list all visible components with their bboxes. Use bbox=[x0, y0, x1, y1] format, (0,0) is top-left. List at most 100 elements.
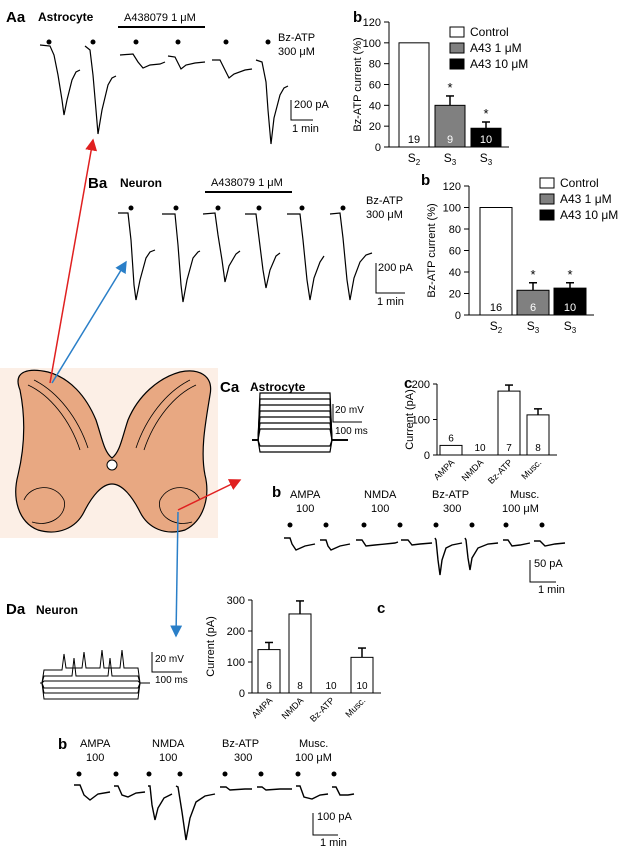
y-tick-label: 100 bbox=[227, 657, 245, 669]
n-label: 19 bbox=[408, 134, 420, 146]
y-tick-label: 0 bbox=[239, 688, 245, 700]
n-label: 6 bbox=[266, 681, 272, 692]
arrow-to-dorsal-astrocyte bbox=[49, 138, 98, 384]
dorsal-horn-line bbox=[33, 379, 89, 449]
panel-label-cc: c bbox=[404, 375, 413, 392]
db-conc-musc: 100 μM bbox=[295, 752, 332, 764]
cb-conc-ampa: 100 bbox=[296, 503, 315, 515]
legend-swatch bbox=[539, 177, 555, 189]
y-tick-label: 200 bbox=[412, 379, 430, 391]
arrow-to-dorsal-neuron bbox=[51, 260, 127, 384]
bar bbox=[479, 207, 513, 316]
y-axis-label: Current (pA) bbox=[205, 616, 217, 677]
n-label: 10 bbox=[474, 443, 486, 454]
db-conc-bzatp: 300 bbox=[234, 752, 253, 764]
legend-label: A43 10 μM bbox=[560, 208, 618, 222]
category-label: S3 bbox=[444, 151, 457, 167]
category-label: NMDA bbox=[280, 695, 306, 721]
db-agonist-musc: Musc. bbox=[299, 738, 329, 750]
y-tick-label: 0 bbox=[455, 310, 461, 322]
legend-label: Control bbox=[560, 176, 599, 190]
y-axis-label: Current (pA) bbox=[404, 389, 416, 450]
panel-label-db: b bbox=[58, 736, 68, 753]
n-label: 8 bbox=[535, 443, 541, 454]
ba-current-traces bbox=[118, 212, 373, 303]
panel-label-dc: c bbox=[377, 600, 386, 617]
legend-swatch bbox=[449, 58, 465, 70]
aa-application-dots bbox=[46, 39, 271, 45]
y-tick-label: 40 bbox=[369, 100, 381, 112]
bar bbox=[439, 444, 463, 456]
n-label: 8 bbox=[297, 681, 303, 692]
db-agonist-ampa: AMPA bbox=[80, 738, 111, 750]
panel-label-ca: Ca bbox=[220, 379, 240, 396]
panel-label-cb: b bbox=[272, 484, 282, 501]
y-tick-label: 60 bbox=[369, 80, 381, 92]
legend-swatch bbox=[539, 209, 555, 221]
legend-label: A43 1 μM bbox=[470, 41, 522, 55]
y-tick-label: 60 bbox=[449, 246, 461, 258]
ba-scale-x: 1 min bbox=[377, 296, 404, 308]
y-tick-label: 200 bbox=[227, 626, 245, 638]
y-tick-label: 100 bbox=[412, 415, 430, 427]
spinal-cord-section bbox=[15, 369, 212, 533]
legend-swatch bbox=[539, 193, 555, 205]
significance-marker: * bbox=[483, 106, 488, 121]
y-tick-label: 0 bbox=[424, 450, 430, 462]
category-label: S2 bbox=[490, 319, 503, 335]
panel-label-aa: Aa bbox=[6, 9, 26, 26]
legend-swatch bbox=[449, 42, 465, 54]
db-scale-y: 100 pA bbox=[317, 811, 352, 823]
ba-agonist-conc: 300 μM bbox=[366, 209, 403, 221]
category-label: AMPA bbox=[250, 695, 275, 720]
cb-agonist-nmda: NMDA bbox=[364, 489, 397, 501]
y-tick-label: 0 bbox=[375, 142, 381, 154]
ba-application-dots bbox=[128, 205, 346, 211]
cb-scale-bar bbox=[529, 560, 556, 583]
y-axis-label: Bz-ATP current (%) bbox=[352, 37, 364, 131]
da-scale-y: 20 mV bbox=[155, 654, 184, 665]
cb-conc-bzatp: 300 bbox=[443, 503, 462, 515]
category-label: AMPA bbox=[432, 457, 457, 482]
ca-scale-x: 100 ms bbox=[335, 426, 368, 437]
category-label: Musc. bbox=[519, 457, 543, 481]
category-label: S3 bbox=[564, 319, 577, 335]
aa-agonist-conc: 300 μM bbox=[278, 46, 315, 58]
category-label: Bz-ATP bbox=[308, 695, 337, 724]
legend-label: A43 10 μM bbox=[470, 57, 528, 71]
da-scale-bar bbox=[151, 652, 182, 673]
y-tick-label: 120 bbox=[363, 17, 381, 29]
panel-title-ca: Astrocyte bbox=[250, 380, 306, 394]
ventral-horn-line bbox=[159, 487, 201, 524]
cb-agonist-musc: Musc. bbox=[510, 489, 540, 501]
n-label: 6 bbox=[530, 302, 536, 314]
y-tick-label: 100 bbox=[363, 38, 381, 50]
bar bbox=[516, 289, 550, 316]
category-label: NMDA bbox=[460, 457, 486, 483]
significance-marker: * bbox=[530, 267, 535, 282]
y-tick-label: 20 bbox=[449, 289, 461, 301]
n-label: 9 bbox=[447, 134, 453, 146]
da-scale-x: 100 ms bbox=[155, 675, 188, 686]
y-tick-label: 80 bbox=[449, 224, 461, 236]
n-label: 16 bbox=[490, 302, 502, 314]
dorsal-horn-line bbox=[143, 384, 197, 451]
category-label: S3 bbox=[527, 319, 540, 335]
panel-label-da: Da bbox=[6, 601, 26, 618]
db-scale-bar bbox=[312, 813, 338, 836]
bar bbox=[553, 287, 587, 316]
cb-current-traces bbox=[284, 537, 566, 576]
category-label: S3 bbox=[480, 151, 493, 167]
ba-scale-y: 200 pA bbox=[378, 262, 413, 274]
significance-marker: * bbox=[447, 80, 452, 95]
y-tick-label: 80 bbox=[369, 59, 381, 71]
db-conc-nmda: 100 bbox=[159, 752, 178, 764]
significance-marker: * bbox=[567, 267, 572, 282]
n-label: 6 bbox=[448, 433, 454, 444]
n-label: 10 bbox=[325, 681, 337, 692]
panel-label-ba: Ba bbox=[88, 175, 108, 192]
panel-label-ab: b bbox=[353, 9, 363, 26]
